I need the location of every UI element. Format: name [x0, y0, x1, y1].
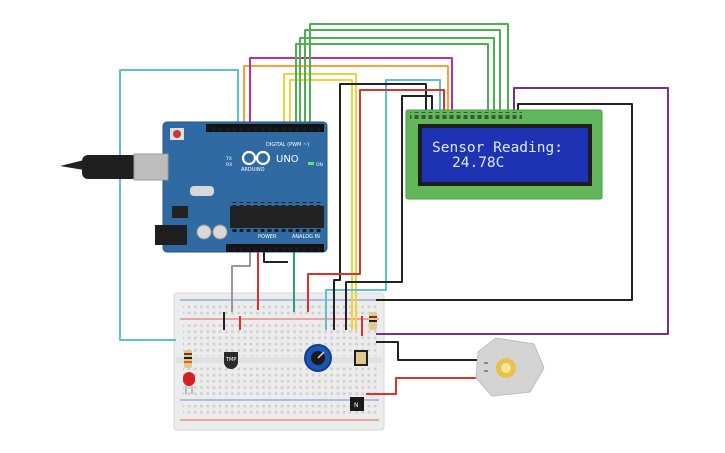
dc-motor-icon [475, 337, 545, 397]
wire-motor-red [366, 377, 478, 395]
resistor-icon [184, 350, 192, 368]
wire-green-3 [304, 29, 501, 128]
wire-purple-long [376, 87, 669, 335]
lcd-module: Sensor Reading: 24.78C [405, 109, 603, 200]
arduino-uno: DIGITAL (PWM ~) POWER ANALOG IN ARDUINO … [60, 121, 328, 253]
wire-black-lcd-2 [345, 95, 433, 330]
resistor-icon-3 [369, 312, 377, 330]
digital-label: DIGITAL (PWM ~) [266, 142, 309, 148]
wire-yellow-2 [289, 79, 353, 330]
wires [119, 23, 669, 395]
wire-black-gnd [263, 252, 288, 263]
arduino-brand-label: ARDUINO [241, 167, 265, 173]
wire-gray [231, 252, 251, 312]
lcd-line-2: 24.78C [452, 155, 504, 171]
transistor-icon: N [350, 397, 364, 411]
wire-green-1 [295, 43, 489, 128]
resistor-icon-2 [354, 350, 368, 366]
lcd-screen [422, 128, 588, 182]
wire-motor-black [376, 341, 478, 361]
on-label: ON [316, 162, 323, 168]
analog-label: ANALOG IN [292, 234, 320, 240]
wire-cyan-right [325, 79, 441, 330]
transistor-label: N [354, 402, 359, 409]
wire-green-2 [299, 37, 495, 128]
wire-red-lcd [307, 89, 445, 312]
wire-green-4 [309, 23, 509, 128]
rx-label: RX [226, 162, 232, 168]
arduino-logo-icon [241, 150, 271, 166]
usb-cable [60, 160, 84, 170]
red-led-icon [183, 372, 195, 394]
components: TMP N [183, 312, 377, 411]
wire-yellow-1 [283, 73, 357, 330]
wire-black-long [376, 103, 633, 301]
temp-sensor-label: TMP [225, 357, 236, 363]
tx-label: TX [225, 156, 232, 162]
lcd-line-1: Sensor Reading: [432, 140, 563, 156]
breadboard [173, 292, 385, 431]
wire-black-lcd-1 [333, 83, 427, 330]
wire-magenta [249, 57, 453, 128]
potentiometer-icon [304, 344, 332, 372]
wire-orange [243, 65, 449, 128]
uno-label: UNO [276, 154, 299, 165]
wire-cyan-left [119, 69, 239, 341]
power-label: POWER [258, 234, 277, 240]
temperature-sensor-icon: TMP [224, 352, 238, 369]
